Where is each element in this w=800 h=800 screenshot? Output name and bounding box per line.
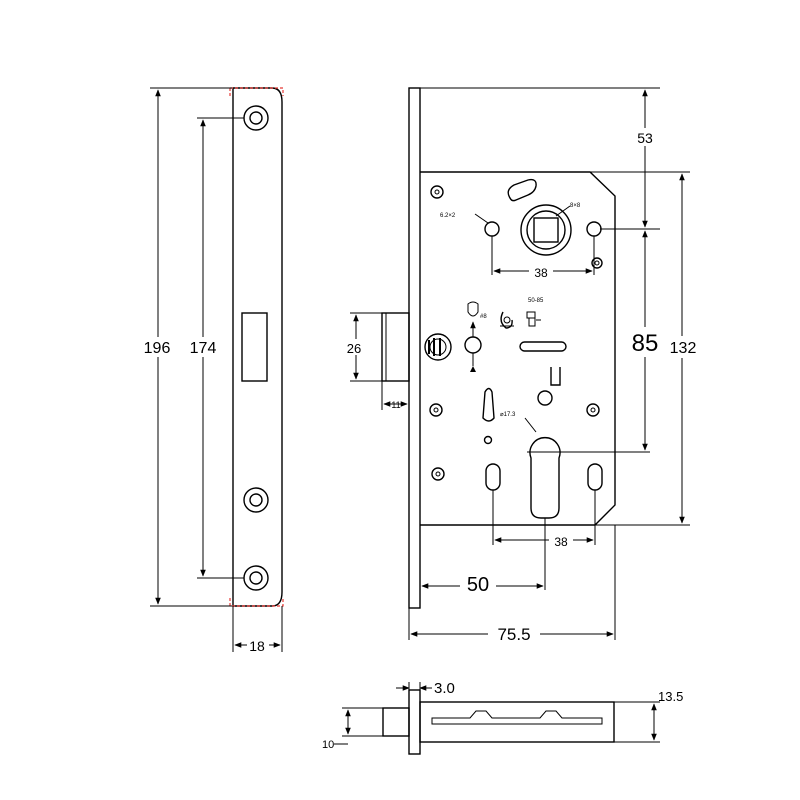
faceplate-edge-mark-bottom [229, 598, 284, 607]
dim-85-label: 85 [632, 330, 659, 357]
small-notch [550, 367, 561, 386]
spindle-hub-outer [520, 204, 572, 256]
faceplate-screw-hole-top-outer [243, 105, 269, 131]
deadbolt-icon [526, 311, 541, 327]
cylinder-fixing-slot-right [587, 463, 603, 491]
spindle-slot [507, 178, 537, 202]
spindle-size-label: 8×8 [570, 203, 581, 209]
dim-50-label: 50 [467, 574, 489, 596]
faceplate-screw-hole-bottom-outer [243, 565, 269, 591]
spindle-size-icon: #8 [467, 301, 487, 320]
faceplate-latch-slot [241, 312, 268, 382]
front-plate-edge [408, 87, 421, 609]
dim-38-upper-label: 38 [534, 266, 548, 280]
quick-latch-hole [464, 336, 482, 354]
faceplate-view: 196 174 18 [139, 87, 284, 654]
dim-13-5-label: 13.5 [658, 689, 683, 704]
cylinder-diameter-label: ⌀17.3 [500, 412, 516, 418]
dim-196-label: 196 [144, 340, 171, 357]
euro-cylinder-hole [529, 436, 561, 519]
hole-size-label: 6.2×2 [440, 213, 456, 219]
screw-head-mid-right [586, 403, 600, 417]
fixing-hole-left [484, 221, 500, 237]
top-view-cover-profile [431, 710, 603, 725]
screw-head-top-left [430, 185, 444, 199]
cylinder-fixing-slot-left [485, 463, 501, 491]
screw-head-bottom-left [431, 467, 445, 481]
dim-10-label: 10 [322, 739, 334, 751]
faceplate-outline [232, 87, 283, 607]
spindle-square [533, 217, 559, 243]
faceplate-screw-hole-mid-outer [243, 487, 269, 513]
dim-38-lower-label: 38 [554, 535, 568, 549]
dim-18-label: 18 [249, 638, 265, 654]
dim-3-0-label: 3.0 [434, 680, 455, 697]
dim-11-label: 11 [391, 400, 400, 410]
backset-range-label: 50-85 [528, 298, 544, 304]
lock-top-view: 3.0 13.5 10 [322, 680, 683, 755]
screw-head-mid-left [429, 403, 443, 417]
spindle-hub-inner [526, 210, 566, 250]
dim-174-label: 174 [190, 340, 217, 357]
dim-53-label: 53 [637, 130, 653, 146]
handing-icon [500, 311, 514, 329]
dim-26-label: 26 [347, 341, 361, 356]
lock-body-view: #8 50-85 ⌀17.3 6.2×2 8 [342, 87, 702, 644]
lock-case-outline [420, 171, 616, 526]
faceplate-screw-hole-mid-inner [249, 493, 263, 507]
small-dot-hole [483, 435, 493, 445]
svg-text:#8: #8 [480, 314, 487, 320]
top-view-case [419, 701, 615, 743]
faceplate-screw-hole-bottom-inner [249, 571, 263, 585]
top-view-faceplate [408, 689, 421, 755]
tear-slot [482, 387, 495, 422]
faceplate-edge-mark-top [229, 87, 284, 96]
quick-latch-gear [424, 333, 452, 361]
dim-132-label: 132 [670, 340, 697, 357]
fixing-hole-right [586, 221, 602, 237]
cam-hole [537, 390, 553, 406]
top-view-latch [382, 707, 410, 737]
faceplate-screw-hole-top-inner [249, 111, 263, 125]
horizontal-slot [519, 341, 567, 352]
dim-75-5-label: 75.5 [497, 625, 530, 644]
screw-head-small [591, 257, 603, 269]
